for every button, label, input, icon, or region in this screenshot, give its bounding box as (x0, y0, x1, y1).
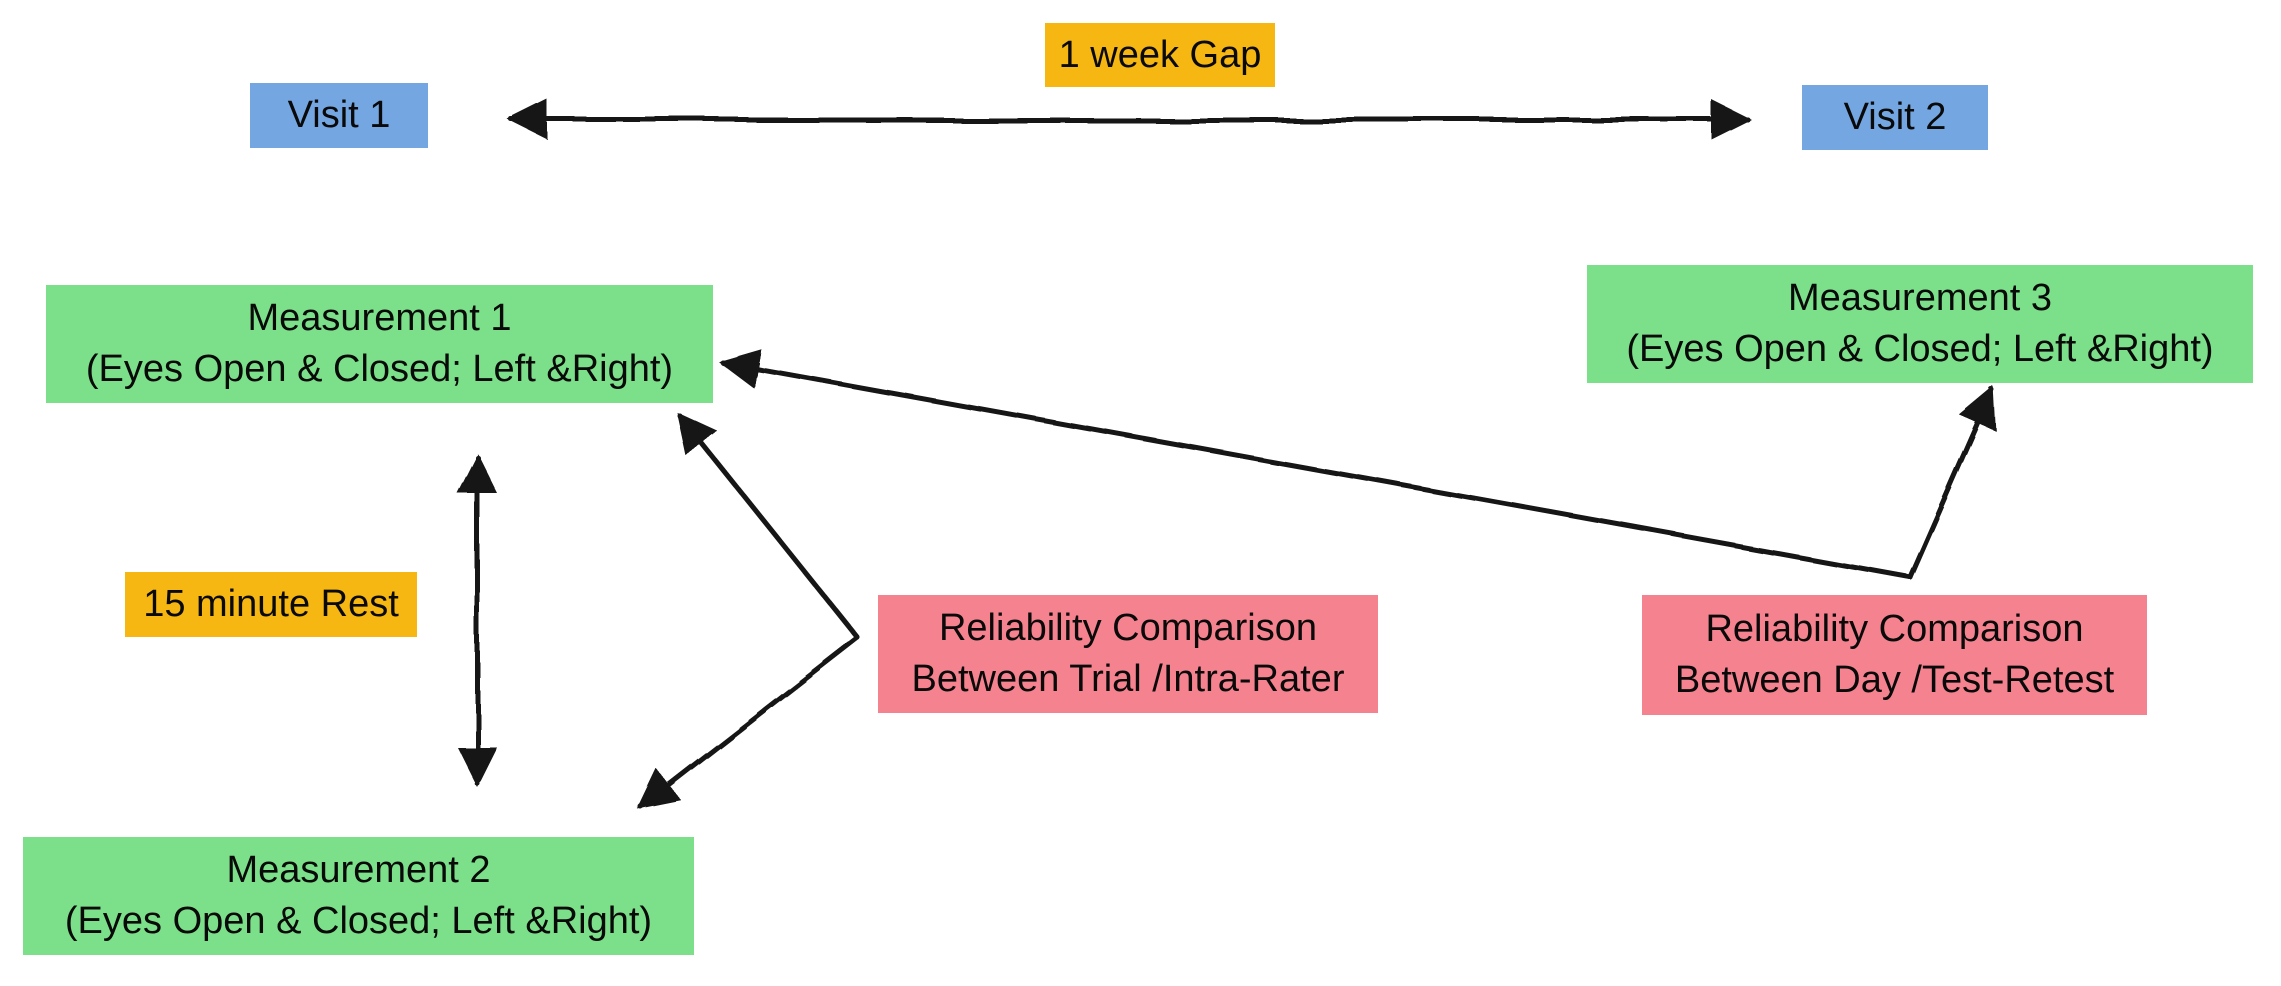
rest-label-box: 15 minute Rest (125, 572, 417, 637)
intra-rater-arrow-to-measurement1 (677, 412, 860, 640)
intra-rater-arrow-to-measurement2 (636, 634, 860, 809)
measurement-3-box: Measurement 3 (Eyes Open & Closed; Left … (1587, 265, 2253, 383)
visit-2-label: Visit 2 (1843, 96, 1947, 139)
measurement-2-subtitle: (Eyes Open & Closed; Left &Right) (64, 900, 653, 942)
measurement-2-title: Measurement 2 (226, 849, 491, 892)
measurement-2-box: Measurement 2 (Eyes Open & Closed; Left … (23, 837, 694, 955)
measurement-1-title: Measurement 1 (247, 297, 512, 340)
measurement-1-box: Measurement 1 (Eyes Open & Closed; Left … (46, 285, 713, 403)
measurement-3-title: Measurement 3 (1787, 277, 2052, 320)
one-week-gap-box: 1 week Gap (1045, 23, 1275, 87)
intra-rater-comparison-line2: Between Trial /Intra-Rater (911, 658, 1345, 700)
test-retest-arrow-to-measurement1 (718, 348, 1913, 580)
measurement-3-subtitle: (Eyes Open & Closed; Left &Right) (1626, 328, 2214, 370)
measurement-1-subtitle: (Eyes Open & Closed; Left &Right) (85, 348, 674, 390)
test-retest-comparison-line1: Reliability Comparison (1705, 608, 2084, 651)
visit-1-label: Visit 1 (287, 94, 391, 137)
one-week-gap-label: 1 week Gap (1058, 33, 1262, 76)
intra-rater-comparison-line1: Reliability Comparison (938, 607, 1318, 650)
visit-1-box: Visit 1 (250, 83, 428, 148)
test-retest-comparison-box: Reliability Comparison Between Day /Test… (1642, 595, 2147, 715)
test-retest-arrow-to-measurement3 (1907, 386, 1996, 580)
visit-2-box: Visit 2 (1802, 85, 1988, 150)
intra-rater-comparison-box: Reliability Comparison Between Trial /In… (878, 595, 1378, 713)
test-retest-comparison-line2: Between Day /Test-Retest (1674, 659, 2115, 701)
rest-label: 15 minute Rest (143, 583, 399, 626)
